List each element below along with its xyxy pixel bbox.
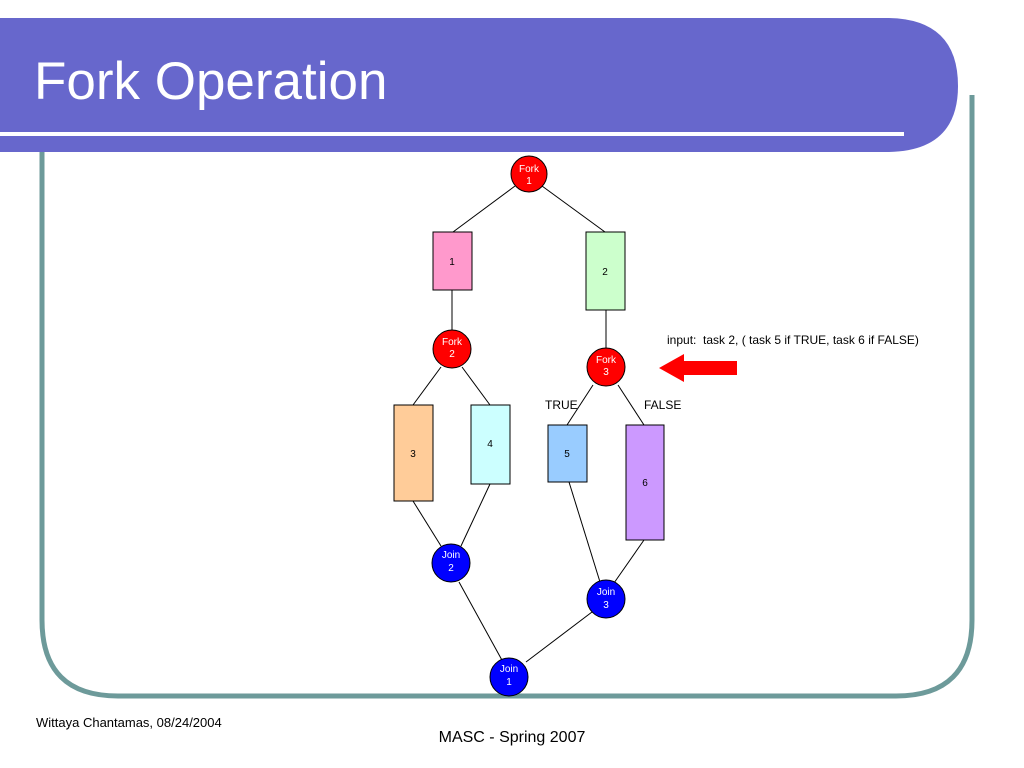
content-frame [39,95,975,699]
edge-task3-join2 [412,500,442,547]
input-annotation: input: task 2, ( task 5 if TRUE, task 6 … [667,333,919,347]
edge-task5-join3 [568,481,601,583]
join-3-number: 3 [603,600,609,611]
connectors [412,185,645,663]
task-2-box [585,231,626,311]
join-1-node [489,657,529,697]
task-3-label: 3 [410,449,416,460]
edge-task6-join3 [613,539,645,584]
join-2-node [431,543,471,583]
fork-3-label: Fork [596,355,617,366]
task-4-box [470,404,511,485]
fork-2-label: Fork [442,337,463,348]
fork-3-node [586,347,626,387]
fork-2-node [432,329,472,369]
join-2-label: Join [442,550,460,561]
fork-1-number: 1 [526,176,532,187]
task-5-label: 5 [564,449,570,460]
task-3-box [393,404,434,502]
fork-1-node [510,155,548,193]
join-2-number: 2 [448,563,454,574]
page-title: Fork Operation [34,52,387,111]
join-3-node [586,579,626,619]
edge-task4-join2 [460,483,491,547]
join-1-number: 1 [506,677,512,688]
join-3-label: Join [597,587,615,598]
edge-join3-join1 [525,611,593,663]
edge-fork2-task3 [412,366,442,406]
edge-fork2-task4 [461,366,491,406]
fork-2-number: 2 [449,349,455,360]
true-branch-label: TRUE [545,398,578,412]
task-1-label: 1 [449,257,455,268]
task-2-label: 2 [602,267,608,278]
title-banner [0,18,958,152]
task-1-box [432,231,473,291]
footer-course: MASC - Spring 2007 [439,729,586,746]
edge-fork3-task6 [617,384,645,426]
fork-3-number: 3 [603,367,609,378]
left-arrow-icon [659,354,737,382]
task-6-label: 6 [642,478,648,489]
edge-fork1-task2 [541,185,606,233]
task-5-box [547,424,588,483]
edge-fork1-task1 [452,185,516,233]
false-branch-label: FALSE [644,398,681,412]
edge-fork3-task5 [566,384,594,426]
edge-join2-join1 [458,581,504,663]
task-6-box [625,424,665,541]
task-4-label: 4 [487,439,493,450]
footer-author-date: Wittaya Chantamas, 08/24/2004 [36,715,222,730]
fork-1-label: Fork [519,164,540,175]
join-1-label: Join [500,664,518,675]
